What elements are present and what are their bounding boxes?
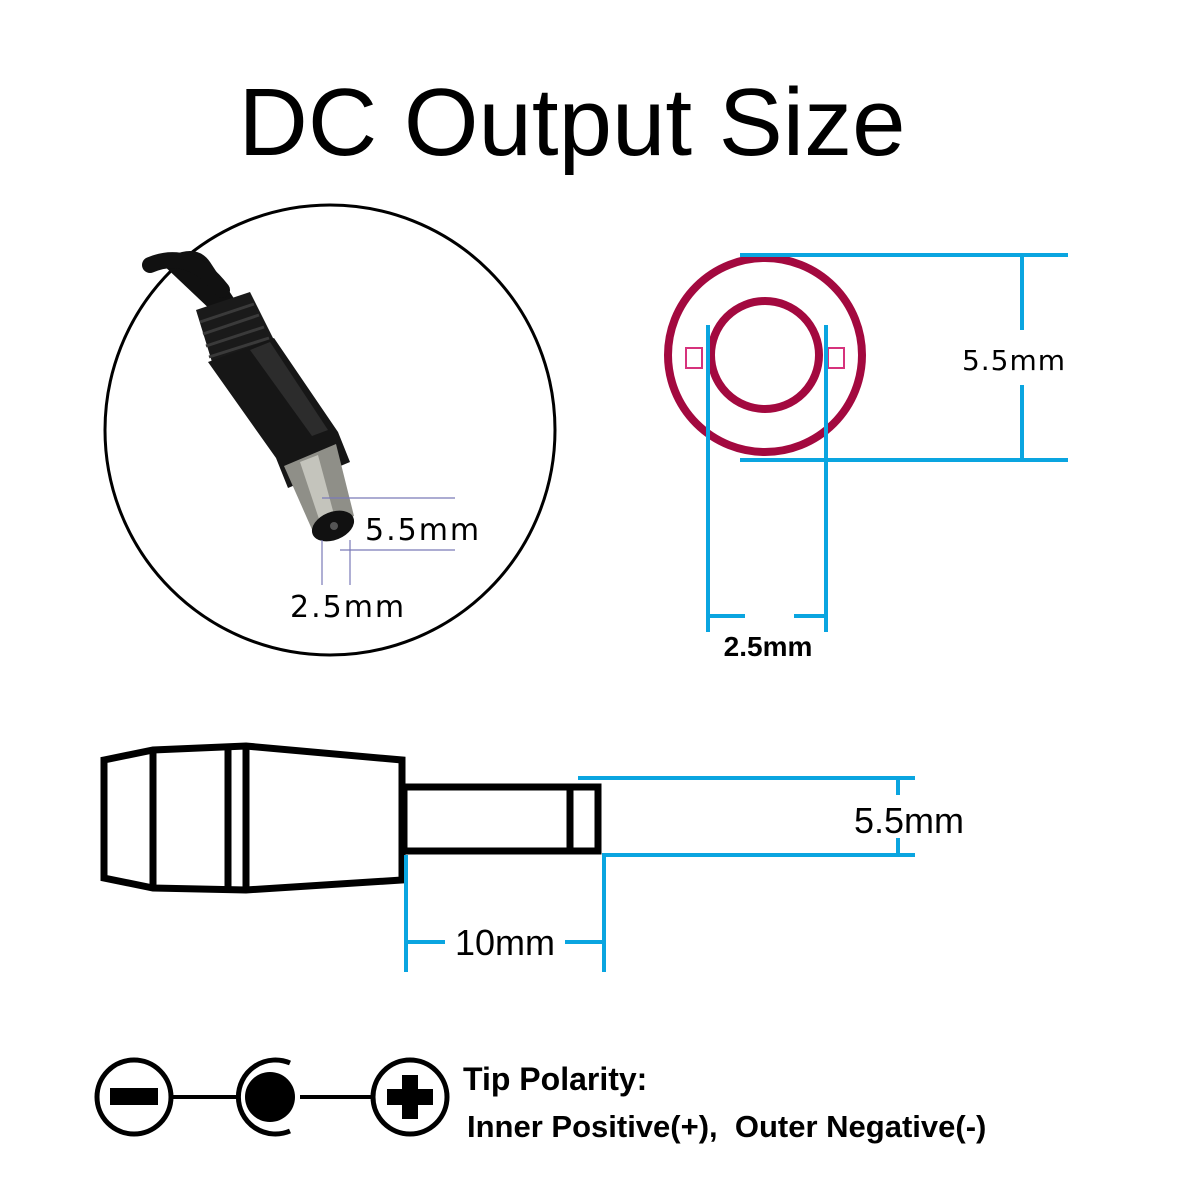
left-contact-marker: [685, 347, 703, 369]
plug-outline: [100, 742, 602, 894]
side-diameter-label: 5.5mm: [854, 800, 964, 841]
front-outer-diameter-label: 5.5mm: [962, 344, 1066, 377]
polarity-symbol: Tip Polarity: Inner Positive(+), Outer N…: [94, 1057, 986, 1144]
photo-center-hole: [330, 522, 338, 530]
photo-plug-body-highlight: [250, 342, 328, 436]
plus-icon: [370, 1057, 450, 1137]
front-view-diagram: 5.5mm 2.5mm: [664, 253, 1068, 662]
inner-pin-ring: [707, 297, 823, 413]
polarity-description: Inner Positive(+), Outer Negative(-): [467, 1109, 986, 1144]
side-length-label: 10mm: [455, 922, 555, 963]
front-inner-diameter-label: 2.5mm: [724, 631, 813, 662]
polarity-heading: Tip Polarity:: [463, 1061, 647, 1097]
photo-outer-diameter-label: 5.5mm: [365, 513, 481, 548]
photo-cable-strand: [142, 252, 230, 298]
side-view-diagram: 5.5mm 10mm: [100, 742, 964, 972]
photo-metal-barrel-shine: [300, 455, 336, 528]
right-contact-marker: [827, 347, 845, 369]
outer-sleeve-ring: [664, 254, 866, 456]
front-view-dimension-lines: [706, 253, 1068, 632]
side-view-dimension-lines: [404, 776, 915, 972]
page-title: DC Output Size: [239, 69, 906, 176]
center-pin-icon: [235, 1057, 295, 1137]
photo-strain-relief-ribs: [199, 302, 270, 359]
plug-photo-inset: 5.5mm 2.5mm: [103, 203, 557, 657]
photo-inner-diameter-label: 2.5mm: [290, 590, 406, 625]
photo-strain-relief: [196, 292, 274, 362]
photo-plug-body: [208, 338, 350, 488]
minus-icon: [94, 1057, 174, 1137]
photo-dimension-lines: [321, 497, 455, 585]
